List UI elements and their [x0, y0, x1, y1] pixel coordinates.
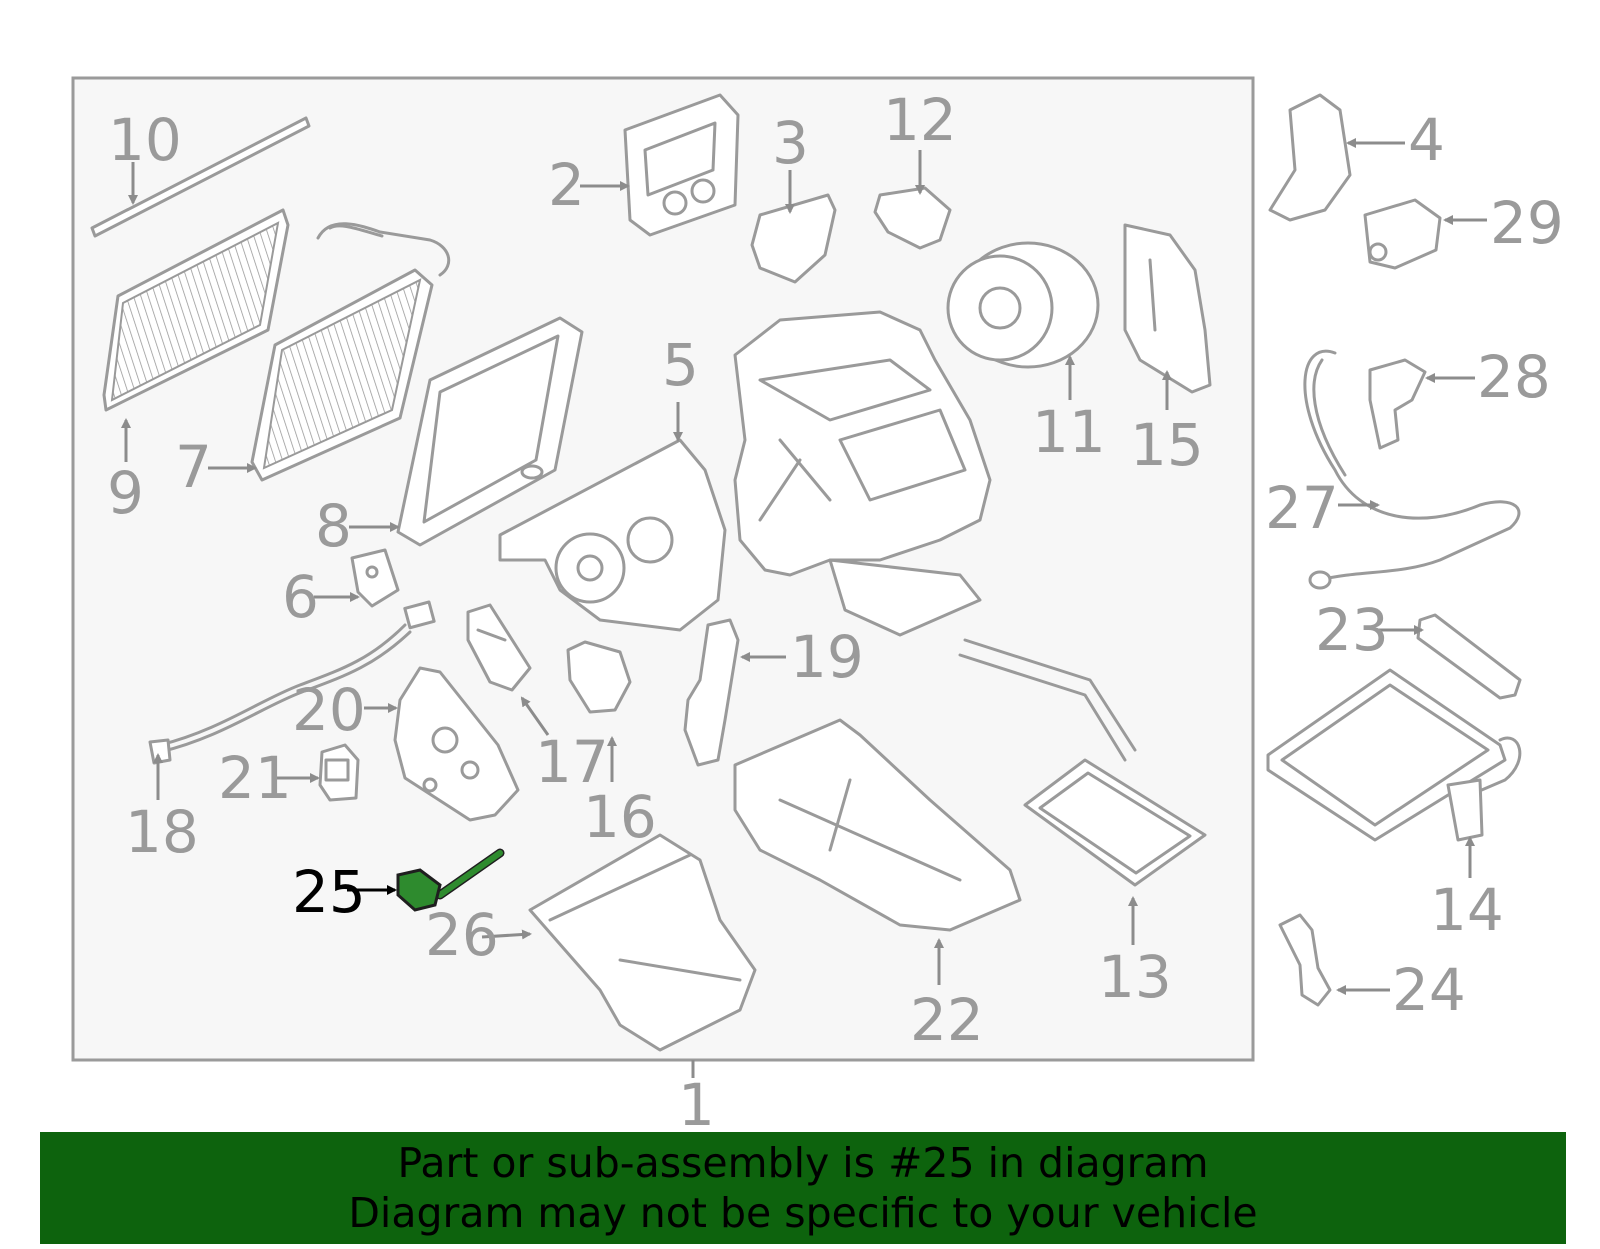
banner-line-1: Part or sub-assembly is #25 in diagram — [397, 1139, 1209, 1187]
callout-4: 4 — [1408, 106, 1445, 174]
info-banner: Part or sub-assembly is #25 in diagram D… — [40, 1132, 1566, 1244]
leader-lines — [121, 138, 1487, 995]
callout-19: 19 — [790, 623, 864, 691]
part-2-control-panel — [623, 93, 740, 237]
part-16-resistor — [566, 640, 632, 714]
part-24-fitting — [1278, 913, 1332, 1007]
callout-29: 29 — [1490, 189, 1564, 257]
part-13-heater-core — [958, 638, 1207, 887]
callout-10: 10 — [108, 106, 182, 174]
callout-2: 2 — [548, 151, 585, 219]
part-3-vent — [750, 193, 837, 284]
part-14-condenser — [1266, 668, 1522, 842]
part-10-strip — [90, 116, 311, 238]
callout-24: 24 — [1392, 956, 1466, 1024]
part-26-lower-housing — [528, 833, 757, 1052]
part-27-hose — [1303, 349, 1521, 590]
callout-5: 5 — [662, 331, 699, 399]
callout-9: 9 — [107, 459, 144, 527]
part-25-highlighted — [396, 848, 505, 912]
callout-21: 21 — [218, 744, 292, 812]
callout-18: 18 — [125, 798, 199, 866]
part-12-actuator — [873, 186, 952, 250]
part-9-cabin-filter — [102, 208, 290, 412]
part-7-heater-core — [250, 222, 451, 482]
part-23-bar — [1416, 613, 1522, 700]
part-11-blower-wheel — [946, 241, 1100, 369]
callout-7: 7 — [175, 433, 212, 501]
part-8-evaporator — [396, 316, 584, 547]
callout-6: 6 — [282, 563, 319, 631]
part-17-module — [466, 603, 532, 692]
part-19-bracket — [683, 618, 740, 767]
part-20-actuator — [393, 666, 520, 822]
callout-20: 20 — [292, 676, 366, 744]
part-28-valve — [1368, 358, 1427, 450]
part-29-sensor — [1363, 198, 1442, 270]
callout-3: 3 — [772, 109, 809, 177]
callout-14: 14 — [1430, 876, 1504, 944]
part-15-panel — [1123, 223, 1212, 394]
callout-16: 16 — [583, 783, 657, 851]
callout-13: 13 — [1098, 943, 1172, 1011]
callout-15: 15 — [1130, 411, 1204, 479]
part-21-motor — [318, 743, 360, 802]
callout-28: 28 — [1477, 343, 1551, 411]
callout-27: 27 — [1265, 474, 1339, 542]
callout-1: 1 — [678, 1071, 715, 1139]
callout-25: 25 — [292, 858, 366, 926]
part-6-actuator — [350, 548, 400, 608]
callout-17: 17 — [535, 728, 609, 796]
part-5-blower-housing — [498, 438, 727, 632]
callout-labels: 1 2 3 4 5 6 7 8 9 10 11 12 13 14 15 16 1… — [107, 86, 1564, 1139]
part-4-duct — [1268, 93, 1352, 222]
callout-12: 12 — [883, 86, 957, 154]
callout-23: 23 — [1315, 596, 1389, 664]
callout-22: 22 — [910, 986, 984, 1054]
part-22-lower-case — [733, 718, 1022, 932]
hvac-case — [733, 310, 992, 637]
callout-26: 26 — [425, 901, 499, 969]
callout-8: 8 — [315, 492, 352, 560]
banner-line-2: Diagram may not be specific to your vehi… — [348, 1189, 1258, 1237]
callout-11: 11 — [1032, 398, 1106, 466]
